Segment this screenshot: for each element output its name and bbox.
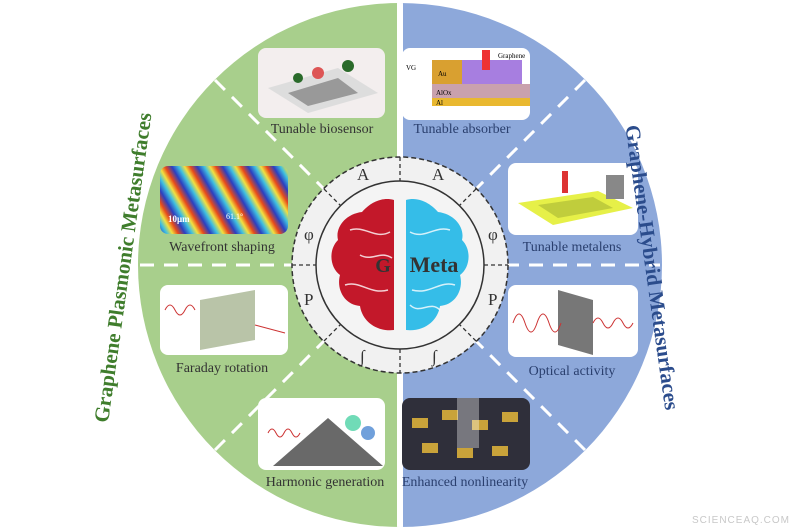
svg-text:Graphene: Graphene: [498, 52, 525, 60]
metalens-image: [508, 163, 638, 235]
ring-symbol: φ: [304, 225, 314, 244]
optical-activity-image: [508, 285, 638, 357]
label-wavefront-shaping: Wavefront shaping: [169, 240, 275, 255]
label-tunable-biosensor: Tunable biosensor: [270, 122, 374, 137]
divider-lines: [140, 78, 660, 452]
svg-text:AlOx: AlOx: [436, 89, 452, 97]
center-word-meta: Meta: [410, 252, 459, 277]
ring-symbol: P: [488, 290, 497, 309]
svg-text:Al: Al: [436, 99, 443, 107]
center-letter-g: G: [375, 255, 391, 277]
ring-symbol: φ: [488, 225, 498, 244]
ring-symbol: A: [357, 165, 370, 184]
wavefront-image: 10μm 61.1°: [160, 166, 288, 234]
label-optical-activity: Optical activity: [528, 364, 616, 379]
ring-symbol: ∫: [431, 347, 438, 367]
watermark: SCIENCEAQ.COM: [691, 515, 790, 526]
nonlinearity-image: [402, 398, 530, 470]
ring-symbol: ∫: [359, 347, 366, 367]
ring-symbol: P: [304, 290, 313, 309]
label-tunable-metalens: Tunable metalens: [522, 240, 622, 255]
label-tunable-absorber: Tunable absorber: [413, 122, 511, 137]
brain-right: [406, 199, 469, 331]
label-enhanced-nonlinearity: Enhanced nonlinearity: [401, 475, 529, 490]
center-ring: A A φ φ P P ∫ ∫ G Meta: [291, 156, 509, 374]
label-harmonic-generation: Harmonic generation: [265, 475, 385, 490]
svg-text:Au: Au: [438, 70, 447, 78]
harmonic-image: [258, 398, 385, 470]
brain-left: [331, 199, 394, 331]
svg-text:VG: VG: [406, 64, 416, 72]
ring-symbol: A: [432, 165, 445, 184]
biosensor-image: [258, 48, 385, 118]
faraday-image: [160, 285, 288, 355]
label-faraday-rotation: Faraday rotation: [175, 361, 269, 376]
